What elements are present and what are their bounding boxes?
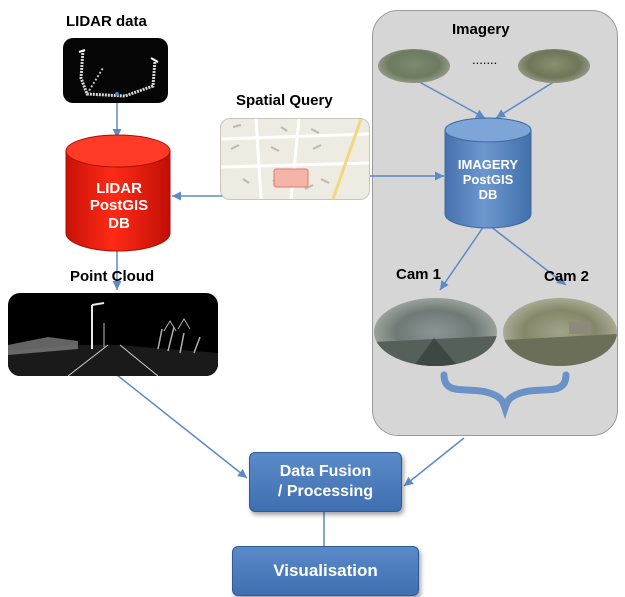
data-fusion-line1: Data Fusion — [279, 463, 372, 480]
imagery-label: Imagery — [452, 21, 510, 38]
visualisation-box: Visualisation — [232, 546, 419, 596]
imagery-thumb-1 — [378, 49, 450, 83]
spatial-query-label: Spatial Query — [236, 92, 333, 109]
arrow-pointcloud-to-fusion — [116, 374, 248, 479]
cam1-image — [374, 298, 497, 366]
imagery-ellipsis: ....... — [472, 52, 498, 67]
imagery-db-cylinder — [444, 117, 532, 229]
imagery-db-line1: IMAGERY — [457, 157, 519, 172]
point-cloud-image — [8, 293, 218, 376]
imagery-db-line3: DB — [478, 186, 498, 202]
lidar-data-label: LIDAR data — [66, 13, 147, 30]
arrow-imagery-db-to-cam2 — [489, 225, 567, 286]
point-cloud-graphic — [8, 302, 218, 376]
data-fusion-line2: / Processing — [277, 483, 374, 500]
curly-brace — [440, 371, 570, 420]
lidar-db-line3: DB — [108, 214, 130, 232]
arrow-imagery-db-to-cam1 — [439, 225, 485, 291]
spatial-query-map — [220, 118, 370, 200]
arrow-thumb1-to-imagery-db — [411, 77, 486, 119]
lidar-track-graphic — [78, 49, 159, 98]
imagery-db-line2: PostGIS — [462, 171, 514, 187]
cam1-road-graphic — [374, 336, 497, 366]
lidar-db-label: LIDAR PostGIS DB — [64, 180, 174, 232]
cam2-road-graphic — [503, 322, 617, 366]
data-fusion-box: Data Fusion / Processing — [249, 452, 402, 512]
cam2-image — [503, 298, 617, 366]
lidar-db-line1: LIDAR — [96, 180, 142, 197]
cam1-label: Cam 1 — [396, 266, 442, 283]
arrow-brace-to-fusion — [403, 437, 465, 487]
arrow-thumb2-to-imagery-db — [495, 77, 561, 119]
imagery-thumb-2 — [518, 49, 590, 83]
lidar-db-cylinder — [65, 134, 171, 252]
point-cloud-label: Point Cloud — [70, 268, 155, 285]
imagery-db-label: IMAGERY PostGIS DB — [443, 157, 533, 203]
lidar-data-image — [63, 38, 168, 103]
cam2-label: Cam 2 — [544, 268, 590, 285]
lidar-db-line2: PostGIS — [89, 197, 149, 215]
visualisation-label: Visualisation — [273, 561, 378, 580]
map-graphic — [221, 119, 369, 199]
